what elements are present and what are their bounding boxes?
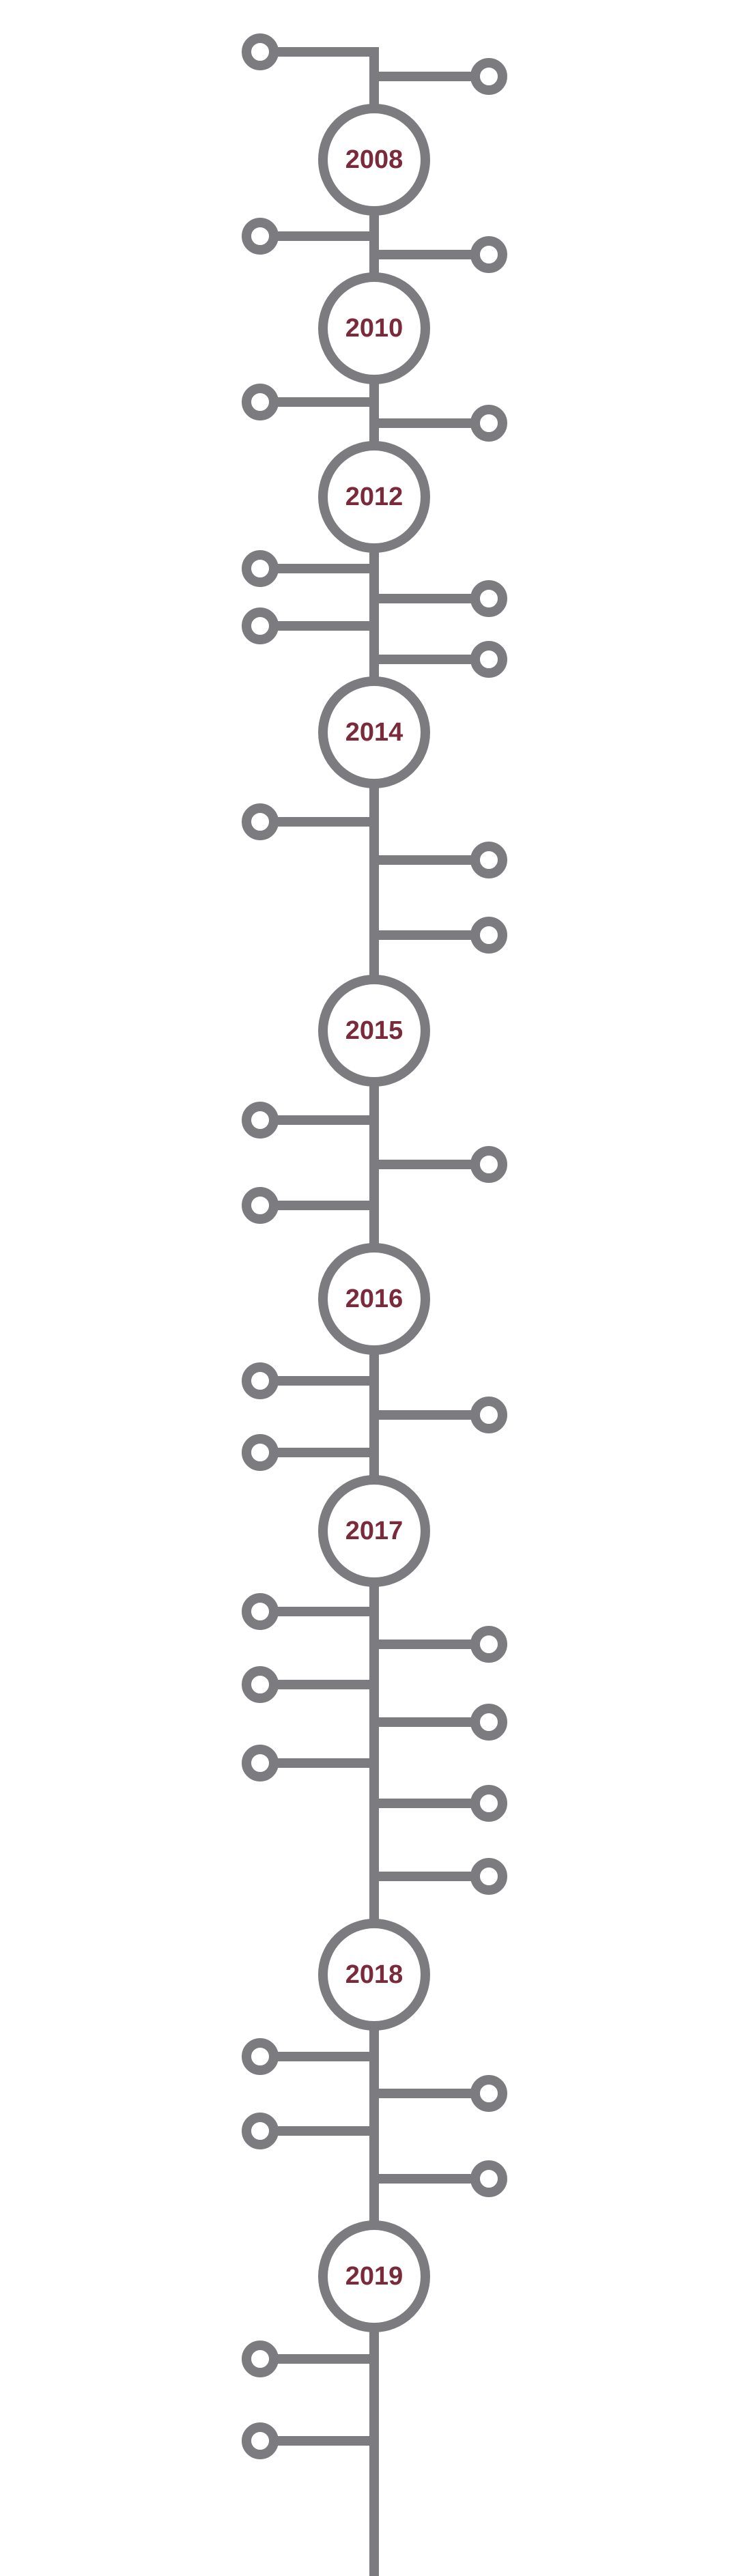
left-branch bbox=[242, 1362, 379, 1399]
left-branch bbox=[242, 218, 379, 255]
right-branch-endpoint bbox=[470, 1858, 507, 1895]
year-node: 2018 bbox=[318, 1919, 430, 2031]
left-branch bbox=[242, 1593, 379, 1630]
year-label: 2008 bbox=[345, 145, 403, 174]
left-branch bbox=[242, 1666, 379, 1703]
right-branch-endpoint bbox=[470, 1626, 507, 1663]
left-branch-endpoint bbox=[242, 384, 279, 420]
right-branch bbox=[369, 2160, 507, 2197]
left-branch bbox=[242, 1434, 379, 1471]
year-node: 2019 bbox=[318, 2220, 430, 2332]
left-branch-endpoint bbox=[242, 1745, 279, 1781]
year-node: 2017 bbox=[318, 1475, 430, 1587]
year-label: 2016 bbox=[345, 1285, 403, 1313]
left-branch-endpoint bbox=[242, 607, 279, 644]
left-branch bbox=[242, 1187, 379, 1224]
year-node: 2012 bbox=[318, 441, 430, 553]
left-branch bbox=[242, 803, 379, 840]
year-node-circle bbox=[318, 2220, 430, 2332]
left-branch-endpoint bbox=[242, 2038, 279, 2075]
right-branch bbox=[369, 1785, 507, 1822]
right-branch bbox=[369, 1146, 507, 1183]
right-branch bbox=[369, 1704, 507, 1741]
right-branch-endpoint bbox=[470, 1146, 507, 1183]
right-branch bbox=[369, 1397, 507, 1433]
right-branch-endpoint bbox=[470, 580, 507, 617]
left-branch-endpoint bbox=[242, 1362, 279, 1399]
year-node: 2010 bbox=[318, 272, 430, 384]
left-branch-endpoint bbox=[242, 2422, 279, 2459]
right-branch bbox=[369, 641, 507, 678]
year-node: 2008 bbox=[318, 104, 430, 216]
right-branch bbox=[369, 917, 507, 954]
left-branch-endpoint bbox=[242, 2113, 279, 2149]
year-node: 2015 bbox=[318, 975, 430, 1087]
right-branch bbox=[369, 58, 507, 95]
right-branch bbox=[369, 236, 507, 273]
year-nodes: 2008 2010 2012 2014 2015 2016 2017 2018 2019 bbox=[318, 104, 430, 2332]
year-label: 2010 bbox=[345, 314, 403, 343]
year-node-circle bbox=[318, 104, 430, 216]
year-node-circle bbox=[318, 441, 430, 553]
left-branch bbox=[242, 384, 379, 420]
year-node-circle bbox=[318, 1475, 430, 1587]
right-branch-endpoint bbox=[470, 236, 507, 273]
left-branch-endpoint bbox=[242, 1434, 279, 1471]
year-label: 2017 bbox=[345, 1517, 403, 1545]
left-branch bbox=[242, 2113, 379, 2149]
left-branch-endpoint bbox=[242, 550, 279, 587]
right-branch bbox=[369, 580, 507, 617]
right-branch bbox=[369, 1626, 507, 1663]
year-node: 2016 bbox=[318, 1243, 430, 1355]
right-branch bbox=[369, 1858, 507, 1895]
left-branch-endpoint bbox=[242, 218, 279, 255]
left-branch-endpoint bbox=[242, 2341, 279, 2377]
year-node-circle bbox=[318, 1243, 430, 1355]
year-label: 2018 bbox=[345, 1960, 403, 1989]
right-branch-endpoint bbox=[470, 2075, 507, 2112]
year-label: 2015 bbox=[345, 1016, 403, 1045]
left-branch-endpoint bbox=[242, 1102, 279, 1139]
year-node-circle bbox=[318, 272, 430, 384]
right-branch bbox=[369, 2075, 507, 2112]
right-branch-endpoint bbox=[470, 405, 507, 442]
year-label: 2014 bbox=[345, 718, 403, 747]
left-branch-endpoint bbox=[242, 1666, 279, 1703]
year-node-circle bbox=[318, 975, 430, 1087]
year-node: 2014 bbox=[318, 676, 430, 788]
year-label: 2012 bbox=[345, 483, 403, 511]
right-branch-endpoint bbox=[470, 58, 507, 95]
left-branch bbox=[242, 607, 379, 644]
right-branch-endpoint bbox=[470, 1397, 507, 1433]
right-branch-endpoint bbox=[470, 2160, 507, 2197]
year-label: 2019 bbox=[345, 2262, 403, 2291]
left-branch-endpoint bbox=[242, 1593, 279, 1630]
right-branch-endpoint bbox=[470, 1785, 507, 1822]
year-node-circle bbox=[318, 1919, 430, 2031]
right-branch-endpoint bbox=[470, 641, 507, 678]
right-branch-endpoint bbox=[470, 1704, 507, 1741]
right-branch-endpoint bbox=[470, 917, 507, 954]
left-branch bbox=[242, 2341, 379, 2377]
left-branch bbox=[242, 2038, 379, 2075]
left-branch bbox=[242, 33, 379, 70]
right-branch-endpoint bbox=[470, 842, 507, 878]
year-node-circle bbox=[318, 676, 430, 788]
left-branch bbox=[242, 1102, 379, 1139]
right-branch bbox=[369, 405, 507, 442]
left-branch bbox=[242, 2422, 379, 2459]
right-branch bbox=[369, 842, 507, 878]
left-branch bbox=[242, 550, 379, 587]
left-branch-endpoint bbox=[242, 33, 279, 70]
timeline-branches bbox=[242, 33, 507, 2459]
left-branch-endpoint bbox=[242, 1187, 279, 1224]
left-branch bbox=[242, 1745, 379, 1781]
left-branch-endpoint bbox=[242, 803, 279, 840]
